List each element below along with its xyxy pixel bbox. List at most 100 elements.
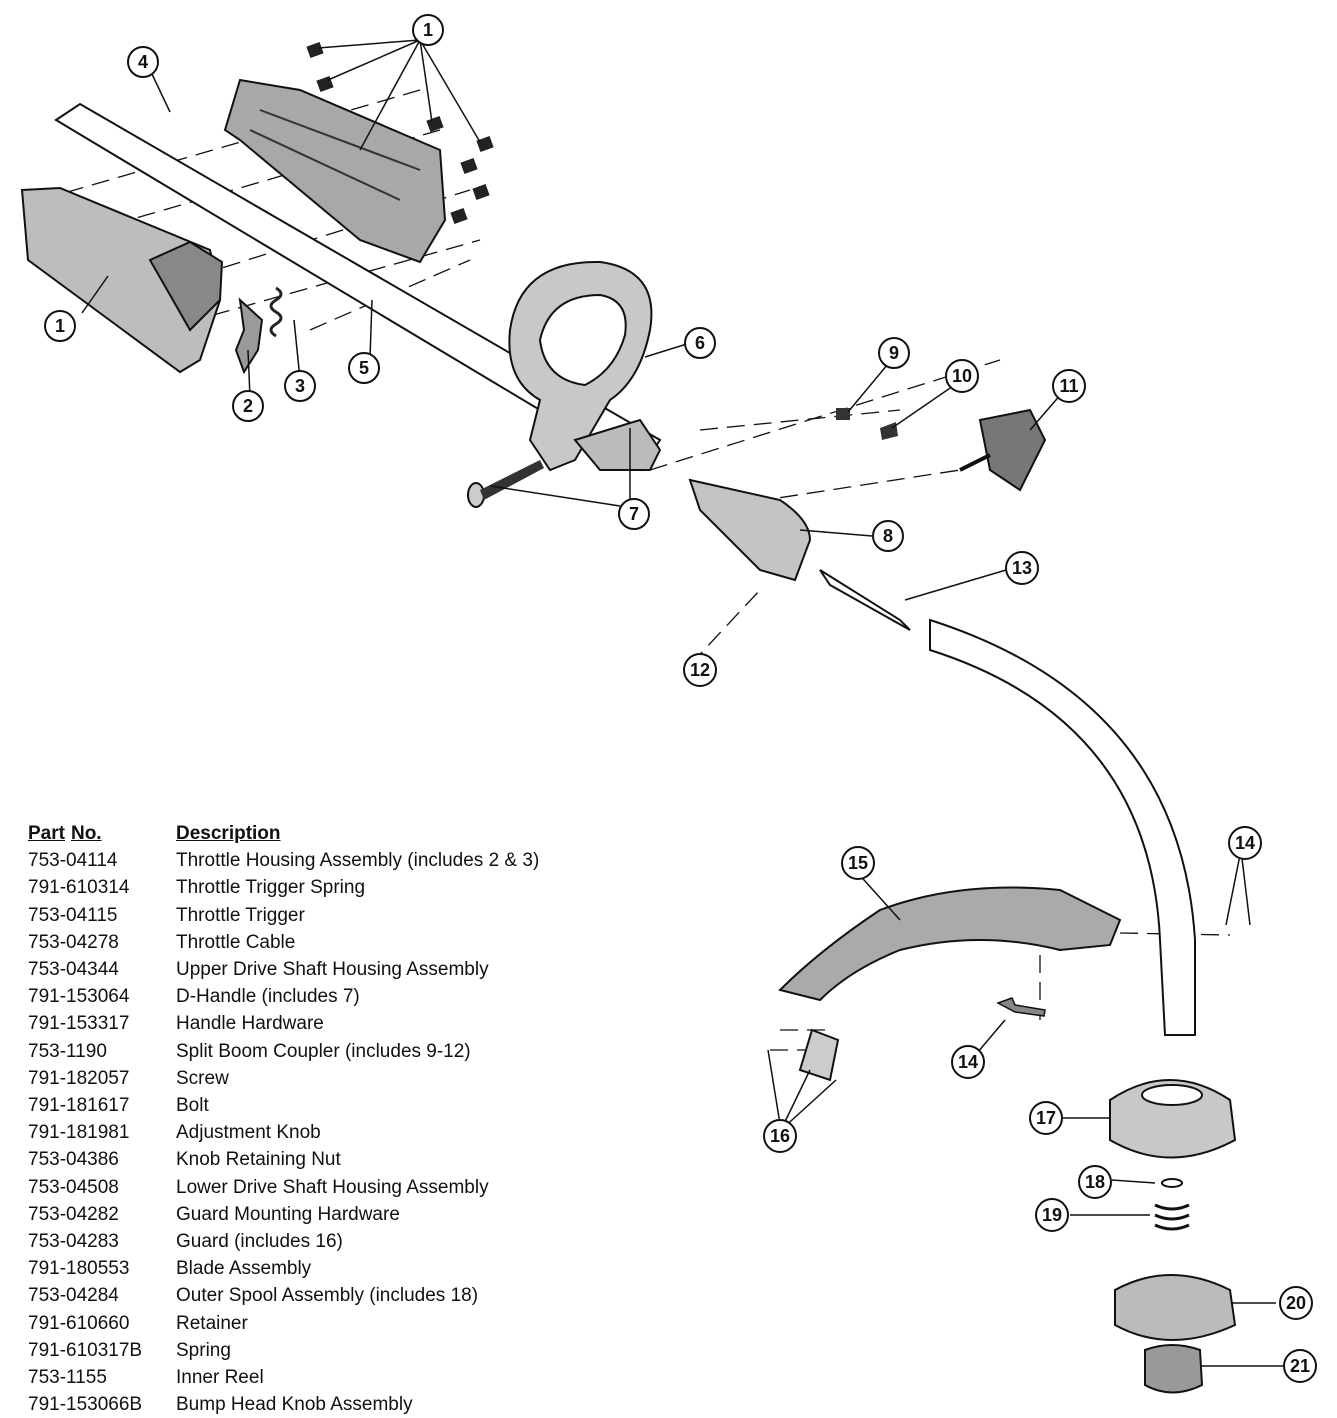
callout-5: 5	[348, 352, 380, 384]
part-description: Throttle Cable	[176, 931, 296, 953]
part-description: Spring	[176, 1339, 231, 1361]
table-row: 753-04278 Throttle Cable	[28, 929, 539, 956]
svg-text:13: 13	[1012, 558, 1032, 578]
part-description: Bolt	[176, 1095, 209, 1117]
part-number: 791-180553	[28, 1258, 130, 1280]
svg-text:2: 2	[243, 396, 253, 416]
table-row: 791-180553 Blade Assembly	[28, 1255, 539, 1282]
handle-bolt	[467, 460, 544, 508]
part-description: Throttle Housing Assembly (includes 2 & …	[176, 850, 540, 872]
svg-text:10: 10	[952, 366, 972, 386]
part-number: 791-181617	[28, 1095, 130, 1117]
part-description: Outer Spool Assembly (includes 18)	[176, 1285, 479, 1307]
callout-2: 2	[232, 390, 264, 422]
svg-text:21: 21	[1290, 1356, 1310, 1376]
split-boom-coupler	[688, 478, 812, 582]
callout-13: 13	[1005, 551, 1039, 585]
callout-12: 12	[683, 653, 717, 687]
part-number: 791-610314	[28, 877, 130, 899]
svg-text:1: 1	[55, 316, 65, 336]
callout-14b: 14	[951, 1045, 985, 1079]
part-description: Screw	[176, 1067, 229, 1089]
callout-20: 20	[1279, 1286, 1313, 1320]
svg-text:9: 9	[889, 343, 899, 363]
callout-6: 6	[684, 327, 716, 359]
part-description: Throttle Trigger Spring	[176, 877, 366, 899]
leader-lines	[81, 39, 1283, 1367]
svg-text:4: 4	[138, 52, 148, 72]
part-description: Inner Reel	[176, 1367, 264, 1389]
callout-1a: 1	[412, 14, 444, 46]
svg-text:5: 5	[359, 358, 369, 378]
header-part: Part	[28, 823, 65, 844]
callout-7: 7	[618, 498, 650, 530]
coupler-hardware	[836, 408, 1047, 492]
svg-text:14: 14	[958, 1052, 978, 1072]
svg-text:15: 15	[848, 853, 868, 873]
trigger-and-spring	[234, 286, 283, 375]
callout-3: 3	[284, 370, 316, 402]
part-number: 753-04344	[28, 959, 119, 981]
part-number: 791-153066B	[28, 1394, 143, 1416]
part-description: Blade Assembly	[176, 1258, 312, 1280]
callout-10: 10	[945, 359, 979, 393]
table-row: 791-610314 Throttle Trigger Spring	[28, 874, 539, 901]
callout-15: 15	[841, 846, 875, 880]
part-description: Split Boom Coupler (includes 9-12)	[176, 1040, 471, 1062]
part-description: Knob Retaining Nut	[176, 1149, 341, 1171]
guard-bolt	[996, 997, 1046, 1017]
part-number: 753-04115	[28, 904, 118, 926]
svg-text:12: 12	[690, 660, 710, 680]
svg-text:14: 14	[1235, 833, 1255, 853]
header-no: No.	[70, 823, 102, 844]
part-number: 753-04508	[28, 1176, 119, 1198]
svg-text:8: 8	[883, 526, 893, 546]
spool-assembly	[1109, 1079, 1237, 1394]
table-row: 791-181617 Bolt	[28, 1092, 539, 1119]
part-number: 753-04283	[28, 1231, 119, 1253]
table-row: 753-04114 Throttle Housing Assembly (incl…	[28, 847, 539, 874]
part-number: 753-04114	[28, 850, 118, 872]
svg-text:7: 7	[629, 504, 639, 524]
parts-list-rows: 753-04114 Throttle Housing Assembly (incl…	[28, 847, 539, 1418]
callout-17: 17	[1029, 1101, 1063, 1135]
part-description: Adjustment Knob	[176, 1122, 321, 1144]
part-number: 753-04282	[28, 1203, 119, 1225]
part-description: Guard (includes 16)	[176, 1231, 343, 1253]
svg-text:19: 19	[1042, 1205, 1062, 1225]
part-description: D-Handle (includes 7)	[176, 986, 360, 1008]
part-description: Upper Drive Shaft Housing Assembly	[176, 959, 489, 981]
part-description: Guard Mounting Hardware	[176, 1203, 400, 1225]
part-description: Throttle Trigger	[176, 904, 305, 926]
callout-18: 18	[1078, 1165, 1112, 1199]
part-description: Lower Drive Shaft Housing Assembly	[176, 1176, 489, 1198]
part-description: Bump Head Knob Assembly	[176, 1394, 413, 1416]
table-row: 753-04282 Guard Mounting Hardware	[28, 1201, 539, 1228]
svg-text:6: 6	[695, 333, 705, 353]
part-number: 791-610660	[28, 1312, 130, 1334]
svg-text:16: 16	[770, 1126, 790, 1146]
lower-shaft	[819, 569, 1196, 1036]
callout-19: 19	[1035, 1198, 1069, 1232]
svg-text:20: 20	[1286, 1293, 1306, 1313]
callout-21: 21	[1283, 1349, 1317, 1383]
svg-text:1: 1	[423, 20, 433, 40]
part-number: 791-153317	[28, 1013, 130, 1035]
screws	[306, 41, 494, 225]
part-number: 753-04278	[28, 931, 119, 953]
callout-16: 16	[763, 1119, 797, 1153]
callout-9: 9	[878, 337, 910, 369]
callout-1b: 1	[44, 310, 76, 342]
d-handle	[508, 260, 662, 472]
